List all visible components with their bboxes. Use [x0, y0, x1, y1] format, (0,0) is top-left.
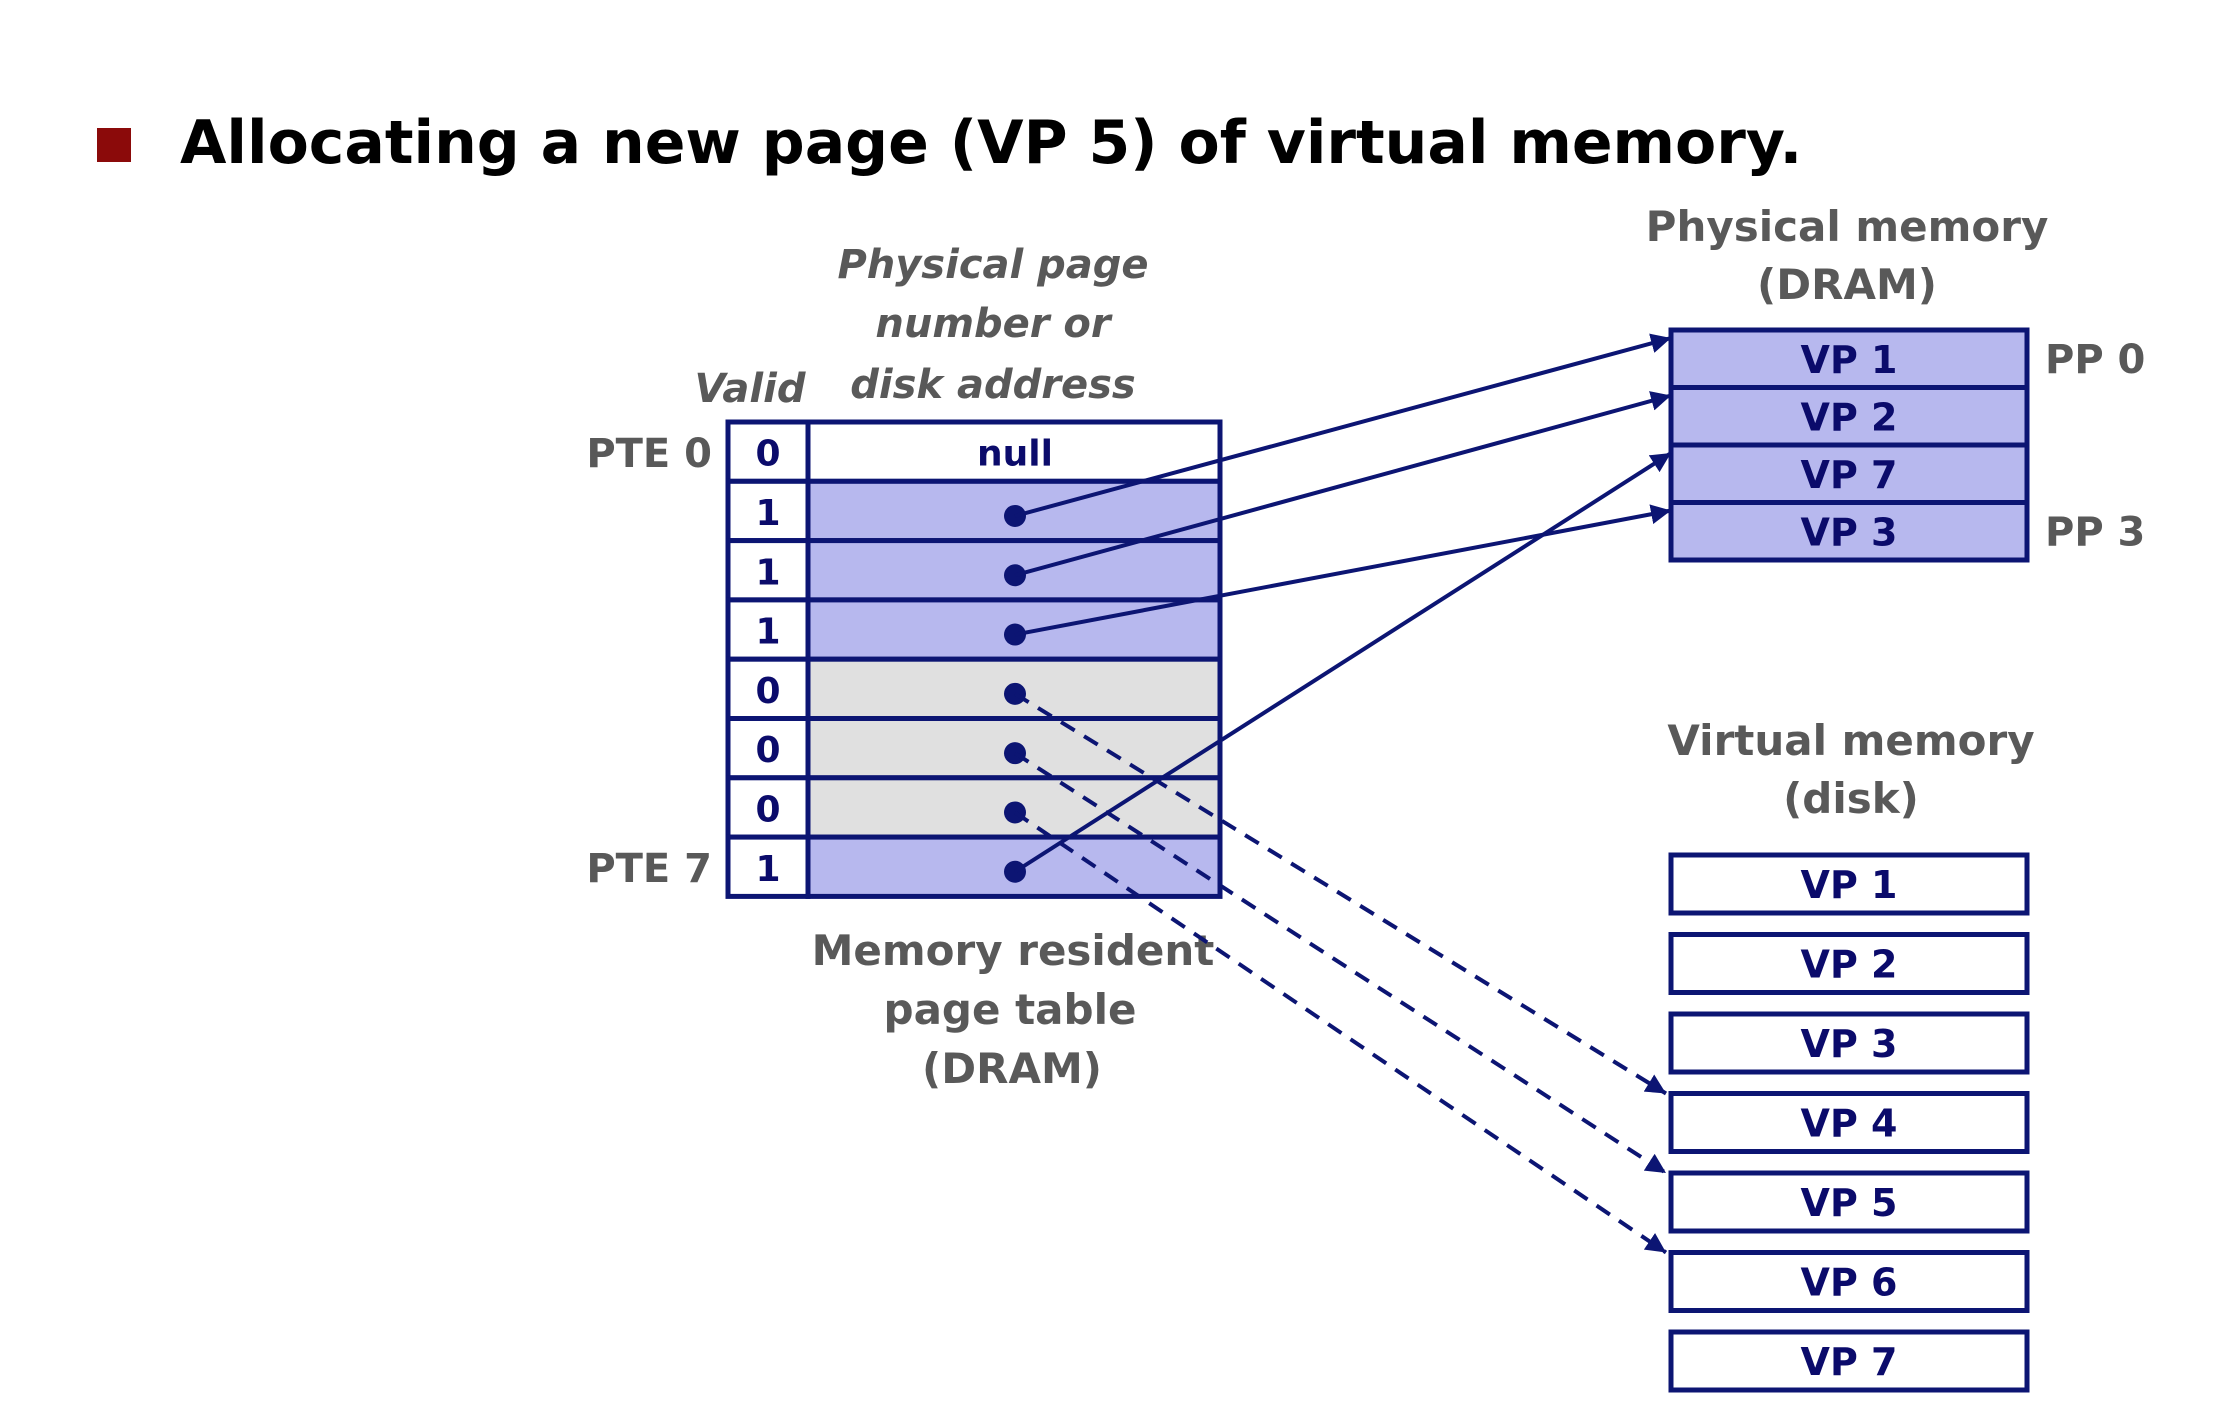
virtual-memory-title-line-1: Virtual memory — [1667, 716, 2034, 765]
disk-page-block — [1668, 852, 2030, 916]
disk-page-block — [1668, 1250, 2030, 1313]
mapping-arrow — [1014, 391, 1672, 578]
valid-bit-value: 0 — [755, 789, 780, 830]
page-table-entry-cell — [805, 716, 1223, 781]
physical-page-label: VP 3 — [1801, 510, 1898, 554]
page-table-caption-line-3: (DRAM) — [922, 1044, 1102, 1093]
disk-page-label: VP 6 — [1801, 1261, 1898, 1305]
page-table-caption-line-2: page table — [884, 985, 1137, 1034]
valid-bit-value: 1 — [755, 849, 780, 890]
disk-page-label: VP 3 — [1801, 1022, 1898, 1066]
page-table-entry-text: null — [977, 434, 1053, 475]
page-table: 0 null 1 1 1 0 0 0 1 — [725, 419, 1223, 899]
valid-column-header: Valid — [695, 366, 806, 412]
ppn-header-line-1: Physical page — [837, 242, 1148, 288]
mapping-arrow — [1013, 451, 1673, 874]
mapping-arrow — [1013, 751, 1668, 1175]
disk-page-label: VP 2 — [1801, 943, 1898, 987]
page-table-caption-line-1: Memory resident — [812, 926, 1215, 975]
disk-page-label: VP 1 — [1801, 863, 1898, 907]
physical-page-block — [1668, 500, 2030, 563]
physical-memory-title-line-1: Physical memory — [1646, 202, 2049, 251]
disk-page-block — [1668, 932, 2030, 995]
physical-memory: VP 1 VP 2 VP 7 VP 3 PP 0 PP 3 — [1668, 327, 2145, 563]
physical-page-block — [1668, 327, 2030, 390]
disk-page-block — [1668, 1091, 2030, 1154]
mapping-arrow — [1014, 333, 1672, 518]
mapping-arrow — [1013, 810, 1668, 1255]
physical-page-label: VP 2 — [1801, 395, 1898, 439]
mapping-arrows — [1013, 333, 1673, 1255]
valid-bit-value: 1 — [755, 612, 780, 653]
physical-memory-title-line-2: (DRAM) — [1757, 260, 1937, 309]
physical-page-number-label: PP 0 — [2045, 337, 2145, 383]
valid-bit-cell — [725, 834, 811, 899]
pte-last-label: PTE 7 — [586, 846, 712, 892]
physical-page-label: VP 7 — [1801, 453, 1898, 497]
valid-bit-value: 1 — [755, 493, 780, 534]
mapping-arrow — [1014, 504, 1672, 637]
disk-page-block — [1668, 1011, 2030, 1075]
ppn-header-line-2: number or — [875, 301, 1113, 347]
virtual-memory-title-line-2: (disk) — [1783, 774, 1919, 823]
physical-page-number-label: PP 3 — [2045, 509, 2145, 555]
physical-page-label: VP 1 — [1801, 338, 1898, 382]
disk-page-block — [1668, 1170, 2030, 1234]
disk-page-label: VP 7 — [1801, 1340, 1898, 1384]
ppn-header-line-3: disk address — [850, 362, 1135, 408]
disk-page-block — [1668, 1329, 2030, 1393]
bullet-square-icon — [97, 128, 131, 162]
pte-first-label: PTE 0 — [586, 431, 712, 477]
mapping-arrow — [1013, 692, 1668, 1096]
slide-title: Allocating a new page (VP 5) of virtual … — [180, 108, 1802, 178]
valid-bit-value: 0 — [755, 671, 780, 712]
physical-page-block — [1668, 442, 2030, 505]
valid-bit-value: 1 — [755, 552, 780, 593]
valid-bit-value: 0 — [755, 730, 780, 771]
valid-bit-value: 0 — [755, 434, 780, 475]
disk-page-label: VP 5 — [1801, 1181, 1898, 1225]
virtual-memory: VP 1 VP 2 VP 3 VP 4 VP 5 VP 6 VP 7 — [1668, 852, 2030, 1393]
disk-page-label: VP 4 — [1801, 1102, 1898, 1146]
physical-page-block — [1668, 385, 2030, 448]
